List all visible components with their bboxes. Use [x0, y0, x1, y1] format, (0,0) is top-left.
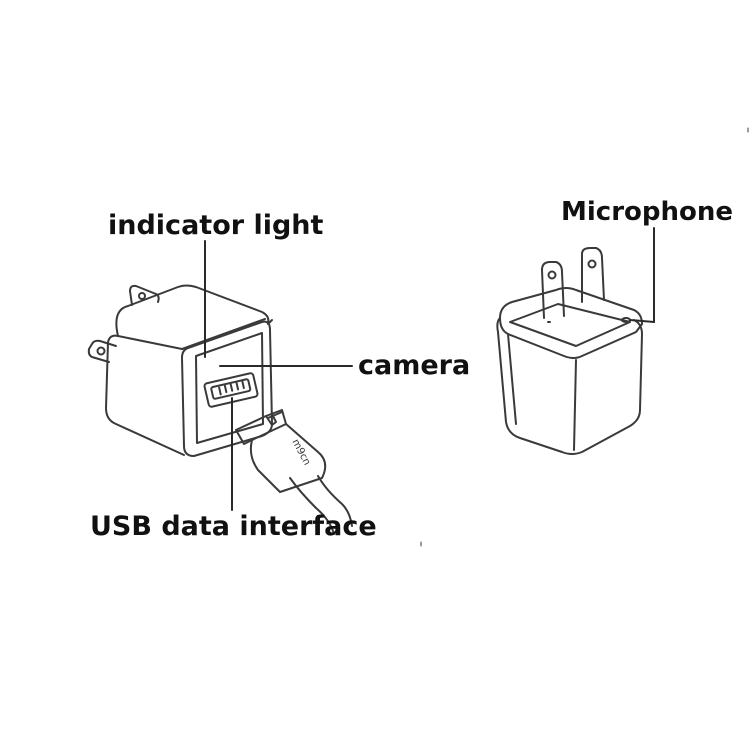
left-charger-top-face: [115, 284, 273, 337]
left-charger-device: [87, 284, 353, 535]
right-charger-body: [496, 317, 643, 455]
cable-print-text: m9cn: [289, 437, 312, 467]
usb-port: [203, 372, 259, 408]
microphone-label: Microphone: [561, 197, 734, 227]
indicator-light-label: indicator light: [108, 210, 324, 241]
left-charger-side-face: [105, 334, 185, 456]
right-charger-left-prong: [541, 261, 565, 323]
usb-cable: [235, 409, 353, 535]
usb-data-interface-label: USB data interface: [90, 511, 377, 542]
left-charger-front-rim: [195, 332, 264, 444]
callout-lines: [204, 227, 655, 511]
left-charger-top-edge: [181, 318, 266, 350]
right-charger-top-face: [499, 287, 643, 359]
right-charger-top-rim: [509, 303, 631, 347]
right-charger-edge: [573, 359, 577, 451]
left-charger-lower-prong: [87, 339, 117, 363]
callout-line-microphone-tip: [629, 319, 655, 323]
right-charger-right-prong: [581, 247, 605, 303]
camera-label: camera: [358, 350, 471, 381]
left-charger-upper-prong: [129, 284, 160, 306]
right-charger-front-edge: [507, 333, 517, 425]
right-charger-device: [496, 247, 643, 455]
